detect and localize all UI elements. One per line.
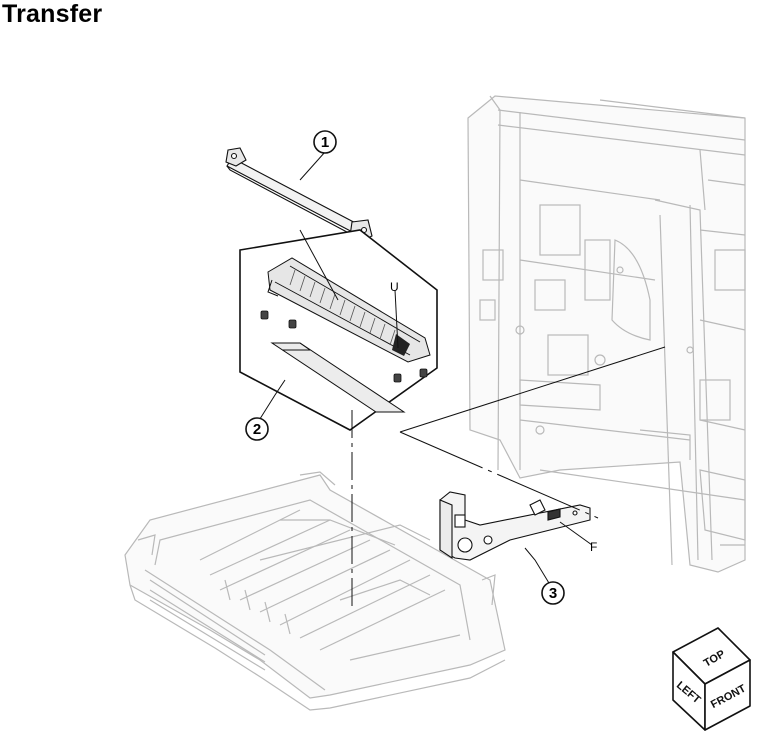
leader-lines <box>257 151 666 610</box>
page-title: Transfer <box>2 0 103 28</box>
printer-frame <box>467 95 746 573</box>
callout-1: 1 <box>313 130 337 154</box>
svg-text:1: 1 <box>321 134 329 151</box>
callout-3: 3 <box>541 581 565 605</box>
svg-text:3: 3 <box>549 585 557 602</box>
transfer-roller-part <box>225 147 373 243</box>
callout-2: 2 <box>245 417 269 441</box>
roller-assembly-box <box>239 229 438 431</box>
svg-text:2: 2 <box>253 421 261 438</box>
reference-letter-f: F <box>590 540 597 554</box>
reference-letter-u: U <box>390 280 399 294</box>
orientation-cube: TOP LEFT FRONT <box>672 627 751 731</box>
transfer-frame <box>124 471 506 711</box>
bracket-part <box>439 491 591 561</box>
